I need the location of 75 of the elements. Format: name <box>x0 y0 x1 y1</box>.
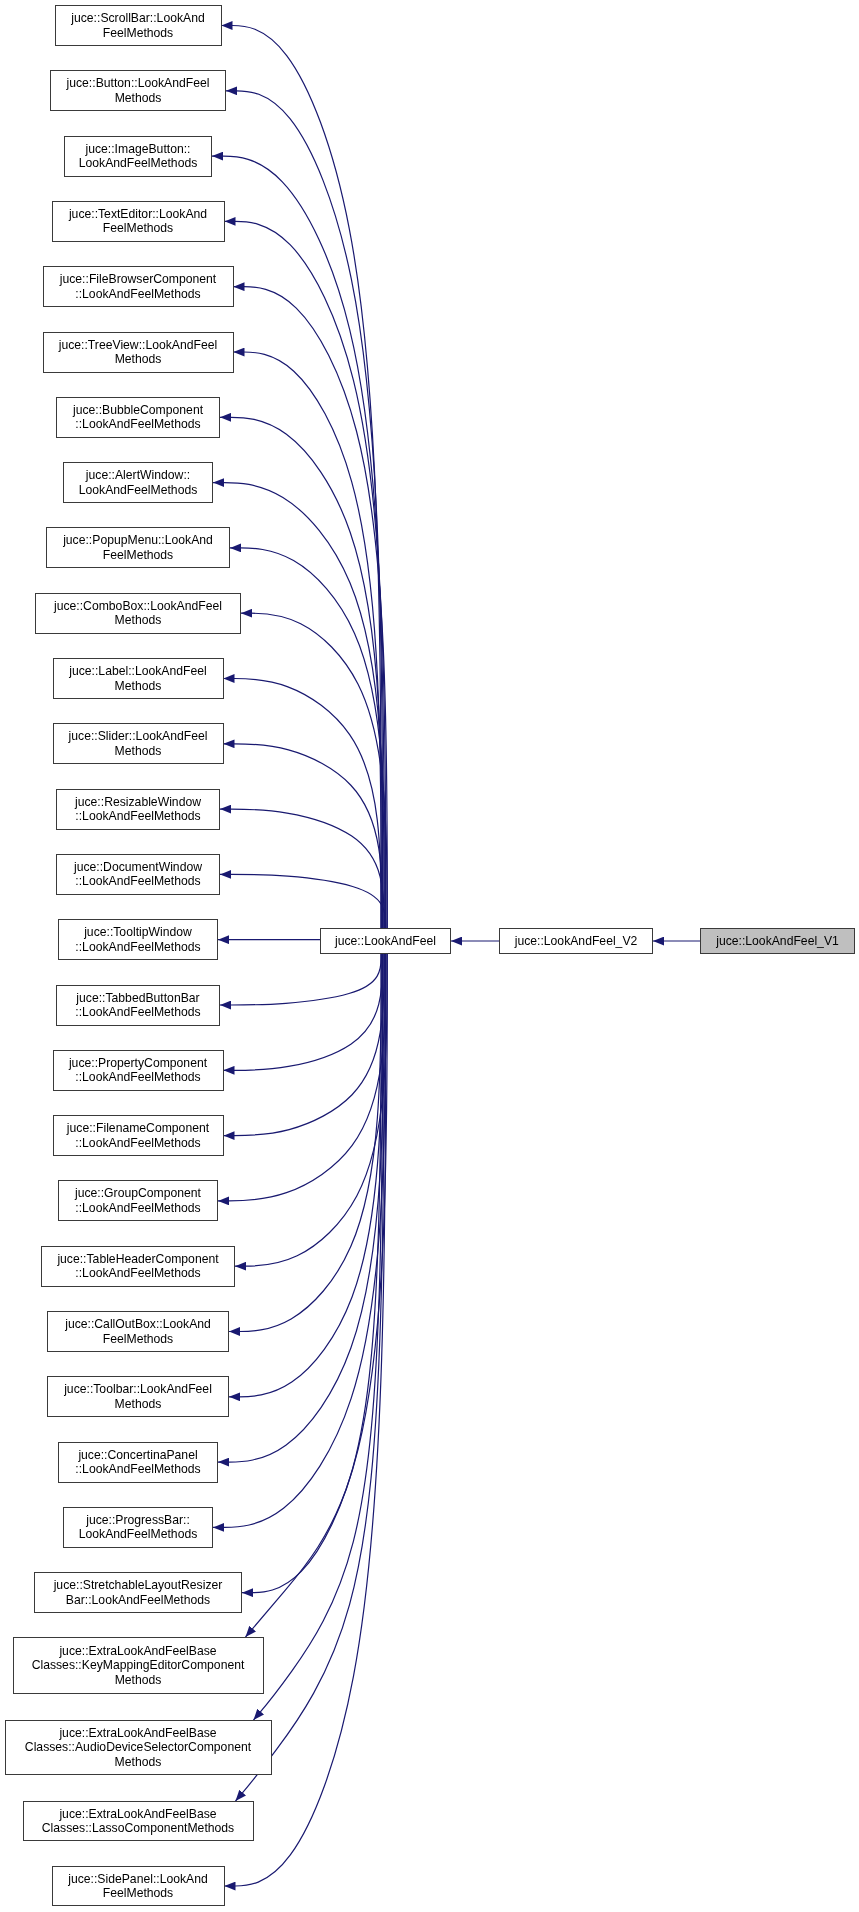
class-name: juce::StretchableLayoutResizer Bar::LookAndFeelMethods <box>53 1578 223 1608</box>
class-name: juce::CallOutBox::LookAnd FeelMethods <box>65 1317 211 1346</box>
class-box <box>64 135 212 177</box>
class-box <box>58 1180 218 1222</box>
class-name: juce::GroupComponent ::LookAndFeelMethods <box>75 1186 201 1216</box>
class-box <box>56 788 220 830</box>
class-name: juce::FileBrowserComponent ::LookAndFeelMethods <box>59 272 217 302</box>
inheritance-arrow <box>234 953 385 1802</box>
class-name: juce::ImageButton:: LookAndFeelMethods <box>78 141 198 171</box>
class-box <box>42 331 234 373</box>
inheritance-arrow <box>240 608 388 929</box>
inheritance-arrow <box>219 804 385 929</box>
class-box <box>499 928 653 954</box>
class-box <box>46 527 230 569</box>
inheritance-arrow <box>652 936 701 946</box>
class-name: juce::ExtraLookAndFeelBase Classes::LassoComponentMethods <box>41 1806 235 1836</box>
class-name: juce::LookAndFeel_V1 <box>716 933 839 949</box>
class-box <box>52 658 224 699</box>
class-name: juce::ComboBox::LookAndFeel Methods <box>54 598 222 628</box>
class-box <box>42 266 234 308</box>
class-name: juce::TooltipWindow ::LookAndFeelMethods <box>75 925 201 955</box>
class-box <box>50 70 226 112</box>
inheritance-arrow <box>219 870 387 929</box>
class-box <box>63 1506 213 1548</box>
class-box <box>34 1572 242 1614</box>
class-name: juce::DocumentWindow ::LookAndFeelMethods <box>74 859 202 889</box>
class-name: juce::ResizableWindow ::LookAndFeelMethods <box>75 794 201 824</box>
class-name: juce::TextEditor::LookAnd FeelMethods <box>68 206 208 236</box>
inheritance-arrow <box>252 953 384 1721</box>
class-name: juce::ScrollBar::LookAnd FeelMethods <box>71 11 205 40</box>
class-box <box>35 592 241 634</box>
class-name: juce::Slider::LookAndFeel Methods <box>68 729 208 759</box>
class-name: juce::ExtraLookAndFeelBase Classes::AudioDeviceSelectorComponent Methods <box>24 1725 252 1770</box>
class-box <box>52 723 224 765</box>
class-box <box>51 200 225 242</box>
class-name: juce::LookAndFeel <box>335 933 436 949</box>
inheritance-arrow <box>450 936 500 946</box>
class-name: juce::LookAndFeel_V2 <box>514 933 638 949</box>
class-name: juce::TabbedButtonBar ::LookAndFeelMethods <box>75 990 201 1020</box>
class-box <box>700 928 855 954</box>
class-name: juce::PopupMenu::LookAnd FeelMethods <box>63 533 213 563</box>
class-box <box>52 1049 224 1091</box>
class-name: juce::TableHeaderComponent ::LookAndFeelMethods <box>57 1251 219 1281</box>
class-box <box>4 1720 272 1775</box>
class-name: juce::PropertyComponent ::LookAndFeelMethods <box>68 1055 208 1085</box>
class-name: juce::FilenameComponent ::LookAndFeelMethods <box>66 1121 210 1151</box>
class-box <box>56 853 220 895</box>
class-box <box>320 928 451 954</box>
class-box <box>52 1115 224 1157</box>
class-box <box>47 1376 229 1418</box>
class-box <box>41 1245 235 1287</box>
class-name: juce::Label::LookAndFeel Methods <box>69 664 207 693</box>
inheritance-arrow <box>222 739 384 929</box>
class-box <box>12 1637 264 1694</box>
class-name: juce::ProgressBar:: LookAndFeelMethods <box>78 1512 198 1542</box>
class-box <box>56 984 220 1026</box>
class-name: juce::Button::LookAndFeel Methods <box>66 76 210 106</box>
class-box <box>22 1801 254 1841</box>
class-box <box>56 396 220 438</box>
class-name: juce::ConcertinaPanel ::LookAndFeelMethods <box>75 1447 201 1477</box>
class-name: juce::ExtraLookAndFeelBase Classes::KeyMappingEditorComponent Methods <box>31 1643 245 1688</box>
class-name: juce::BubbleComponent ::LookAndFeelMethods <box>72 402 204 432</box>
class-box <box>47 1311 229 1352</box>
class-box <box>54 5 222 46</box>
class-box <box>58 1441 218 1483</box>
class-box <box>63 462 213 504</box>
class-box <box>51 1866 225 1906</box>
class-name: juce::SidePanel::LookAnd FeelMethods <box>68 1871 208 1901</box>
inheritance-arrow <box>217 935 321 945</box>
class-name: juce::TreeView::LookAndFeel Methods <box>58 337 218 367</box>
class-box <box>58 919 218 961</box>
inheritance-arrow <box>222 674 382 929</box>
class-name: juce::Toolbar::LookAndFeel Methods <box>64 1382 212 1412</box>
class-name: juce::AlertWindow:: LookAndFeelMethods <box>78 468 198 498</box>
inheritance-arrow <box>223 953 387 1891</box>
